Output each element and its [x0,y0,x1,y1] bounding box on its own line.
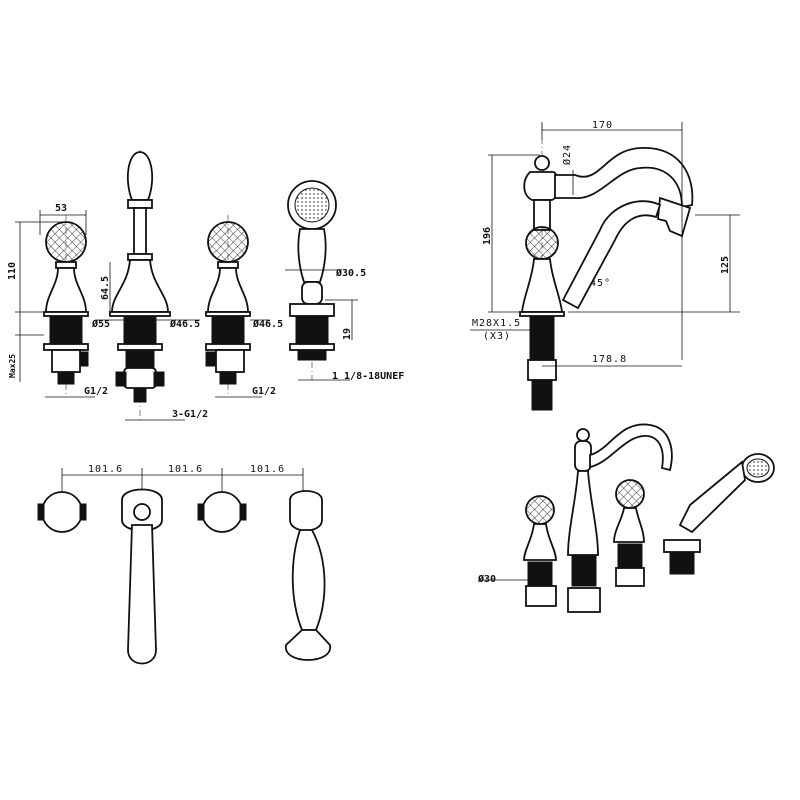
dim-handle-width: 53 [55,203,67,214]
dim-handset-diameter: Ø30.5 [335,267,366,279]
dim-mount-thread: M28X1.5 [472,318,521,329]
dim-right-thread: G1/2 [252,386,276,397]
front-view: 53 110 Max25 G1/2 64.5 Ø55 Ø46.5 Ø46.5 Ø… [7,150,404,421]
dim-angle: 45° [590,278,611,289]
spout-front [109,150,171,420]
dim-handle-diameter-right: Ø46.5 [252,318,283,330]
dim-mount-qty: (X3) [483,331,511,342]
dim-total-height: 196 [482,227,493,245]
dim-max-deck: Max25 [8,354,17,378]
front-dimension-lines [15,210,358,421]
dim-spout-thread: 3-G1/2 [172,409,208,420]
dim-handset-base-height: 19 [342,328,353,340]
dim-spacing-1: 101.6 [88,464,123,475]
dim-left-thread: G1/2 [84,386,108,397]
dim-handset-thread: 1 1/8-18UNEF [332,371,404,382]
dim-hole-diameter: Ø30 [477,573,496,585]
side-view: 170 Ø24 196 125 45° M28X1.5 (X3) 178.8 [470,120,740,411]
dim-outlet-height: 125 [720,256,731,274]
dim-knob-diameter: Ø24 [561,144,573,165]
dim-handle-height: 110 [7,262,18,280]
dim-spout-diameter: Ø55 [91,318,110,330]
perspective-view: Ø30 [477,423,775,613]
dim-handset-reach: 178.8 [592,354,627,365]
handset-front [287,180,337,380]
dim-spout-reach: 170 [592,120,613,131]
dim-spacing-3: 101.6 [250,464,285,475]
top-view: 101.6 101.6 101.6 [37,464,331,665]
right-handle-front [205,215,251,395]
dim-spout-base-height: 64.5 [100,276,111,300]
left-handle-front [43,215,89,395]
dim-handle-diameter-left: Ø46.5 [169,318,200,330]
dim-spacing-2: 101.6 [168,464,203,475]
